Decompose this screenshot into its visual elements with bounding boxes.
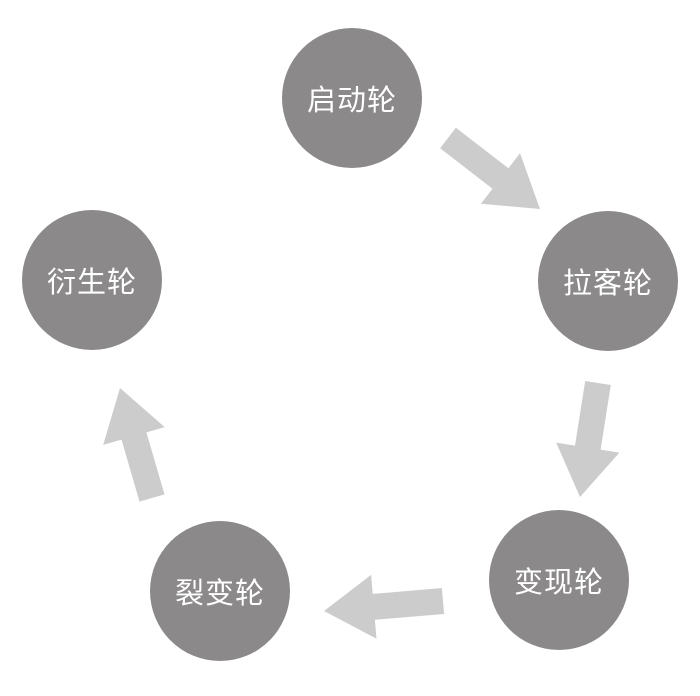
node-fission: 裂变轮: [150, 521, 290, 661]
node-start: 启动轮: [282, 28, 422, 168]
node-derive-label: 衍生轮: [46, 265, 137, 299]
arrow-monetize-to-fission: [324, 574, 445, 639]
node-acquire: 拉客轮: [538, 211, 678, 351]
node-monetize-label: 变现轮: [513, 565, 604, 599]
node-fission-label: 裂变轮: [174, 576, 265, 610]
arrow-fission-to-derive: [103, 388, 165, 502]
node-monetize: 变现轮: [489, 510, 629, 650]
node-start-label: 启动轮: [306, 83, 397, 117]
arrow-start-to-acquire: [440, 127, 540, 209]
node-acquire-label: 拉客轮: [562, 266, 653, 300]
arrow-acquire-to-monetize: [556, 381, 620, 497]
node-derive: 衍生轮: [22, 210, 162, 350]
